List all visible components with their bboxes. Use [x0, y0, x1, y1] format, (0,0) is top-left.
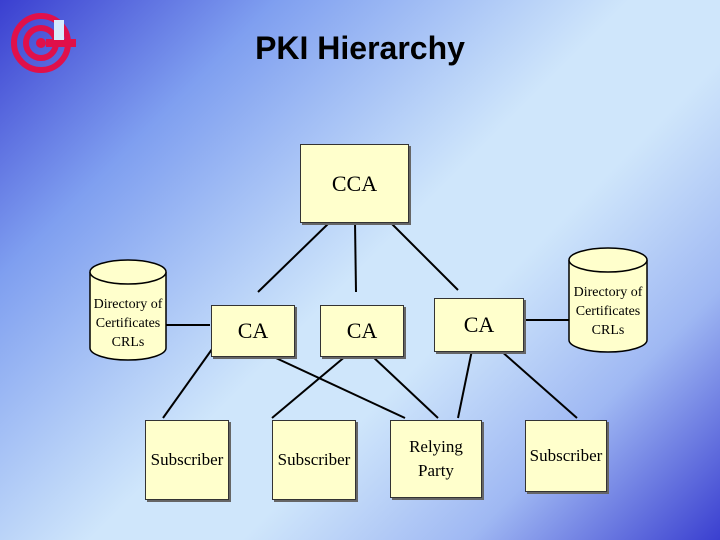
database-icon	[89, 259, 167, 361]
logo-icon	[11, 13, 76, 73]
cca-node: CCA	[300, 144, 409, 223]
directory-right-line2: Certificates	[575, 304, 641, 319]
page-title: PKI Hierarchy	[255, 30, 465, 66]
directory-right-line3: CRLs	[591, 323, 625, 338]
ca-left-label: CA	[237, 318, 269, 343]
relying-party-label-line1: Relying	[409, 437, 463, 456]
subscriber-middle-node: Subscriber	[272, 420, 356, 500]
directory-right-line1: Directory of	[573, 285, 643, 300]
subscriber-left-label: Subscriber	[150, 450, 224, 469]
directory-left-line3: CRLs	[111, 335, 145, 350]
relying-party-node: Relying Party	[390, 420, 482, 498]
directory-left-cylinder: Directory of Certificates CRLs	[88, 258, 168, 362]
directory-left-line1: Directory of	[93, 297, 163, 312]
subscriber-middle-label: Subscriber	[277, 450, 351, 469]
subscriber-right-node: Subscriber	[525, 420, 607, 492]
ca-right-node: CA	[434, 298, 524, 352]
subscriber-right-label: Subscriber	[529, 446, 603, 465]
relying-party-label-line2: Party	[418, 461, 454, 480]
subscriber-left-node: Subscriber	[145, 420, 229, 500]
database-icon	[568, 247, 648, 353]
directory-right-cylinder: Directory of Certificates CRLs	[567, 246, 649, 354]
ca-right-label: CA	[463, 312, 495, 337]
ca-left-node: CA	[211, 305, 295, 357]
cca-label: CCA	[331, 170, 378, 196]
ca-middle-node: CA	[320, 305, 404, 357]
ca-middle-label: CA	[346, 318, 378, 343]
directory-left-line2: Certificates	[95, 316, 161, 331]
